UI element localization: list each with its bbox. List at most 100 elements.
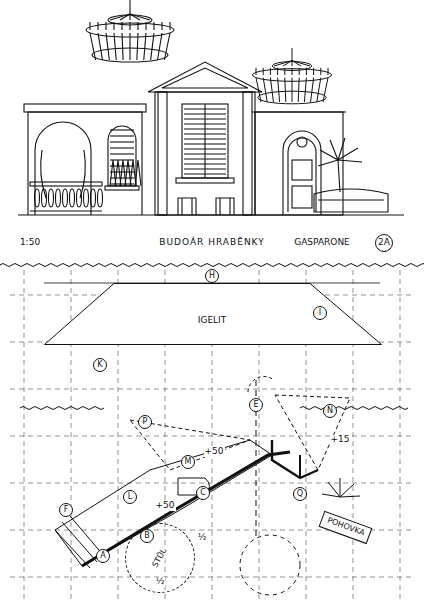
callout-letter: N [323,404,338,419]
set-stroke [56,189,61,207]
set-stroke [298,78,299,102]
node-label: N [327,407,333,416]
set-stroke [10,577,414,578]
node-label: A [100,552,105,561]
ground-plan [0,264,424,600]
set-stroke [110,153,134,154]
set-stroke [89,22,90,30]
height-mark: +50 [155,501,176,511]
set-stroke [252,111,346,112]
set-stroke [130,14,150,20]
set-stroke [274,61,292,66]
set-stroke [184,108,226,109]
set-stroke [320,68,321,75]
set-stroke [135,160,141,186]
set-stroke [77,189,82,207]
backdrop-outline [44,283,382,345]
set-stroke [263,68,264,75]
set-stroke [184,118,226,119]
set-stroke [292,61,293,66]
set-stroke [129,14,130,20]
set-stroke [292,68,293,75]
set-stroke [275,395,350,470]
node-label: Q [297,490,303,499]
sheet-number: 2A [375,234,393,252]
set-stroke [148,62,262,92]
set-stroke [86,0,332,104]
set-stroke [30,182,102,186]
elevation [18,0,404,215]
set-stroke [42,189,47,207]
fraction-mark: ½ [155,577,166,587]
set-stroke [270,68,271,75]
backdrop-outline [45,284,382,345]
fraction-mark: ½ [197,533,208,543]
set-stroke [153,22,154,30]
set-stroke [82,452,290,566]
set-stroke [400,270,401,600]
set-stroke [285,78,286,102]
node-label: P [143,418,148,427]
set-stroke [318,138,362,192]
set-stroke [164,33,170,60]
node-label: 2A [378,238,390,248]
set-stroke [314,189,388,212]
set-stroke [184,113,226,114]
scene-title: BUDOÁR HRABĚNKY [157,238,266,248]
set-stroke [106,33,109,60]
set-stroke [121,22,122,30]
set-stroke [10,270,414,600]
set-stroke [322,478,360,497]
set-stroke [288,138,316,212]
set-stroke [10,436,414,437]
callout-letter: B [140,529,155,544]
set-stroke [318,199,384,200]
set-stroke [184,123,226,124]
set-stroke [292,48,293,61]
set-stroke [184,138,226,139]
callout-letter: L [123,490,138,505]
set-stroke [110,159,134,160]
set-stroke [184,153,226,154]
set-stroke [184,128,226,129]
set-stroke [122,33,123,60]
set-stroke [299,68,300,75]
set-stroke [120,14,130,20]
set-stroke [178,198,196,215]
set-stroke [110,141,134,142]
set-stroke [182,104,228,178]
set-stroke [10,483,414,484]
set-stroke [270,78,273,102]
set-stroke [90,33,96,60]
set-stroke [24,104,146,112]
set-stroke [30,210,102,211]
set-stroke [304,78,306,102]
node-label: I [319,309,321,318]
set-stroke [24,270,25,600]
set-stroke [144,33,146,60]
set-stroke [184,143,226,144]
callout-letter: M [181,455,196,470]
set-stroke [277,68,278,75]
callout-letter: Q [293,487,308,502]
set-stroke [278,78,280,102]
set-stroke [216,198,234,215]
node-label: K [97,361,102,370]
set-stroke [204,104,205,178]
set-stroke [256,78,261,102]
set-stroke [306,68,307,75]
set-stroke [35,160,142,207]
set-stroke [243,92,252,215]
set-stroke [184,173,226,174]
set-stroke [55,440,272,566]
set-stroke [145,22,146,30]
set-stroke [158,33,162,60]
set-stroke [292,160,312,180]
set-stroke [161,22,162,30]
callout-letter: C [196,486,211,501]
set-stroke [162,68,248,88]
set-stroke [28,112,142,215]
play-name: GASPARONE [293,238,351,248]
node-label: E [253,401,258,410]
set-stroke [158,92,167,215]
